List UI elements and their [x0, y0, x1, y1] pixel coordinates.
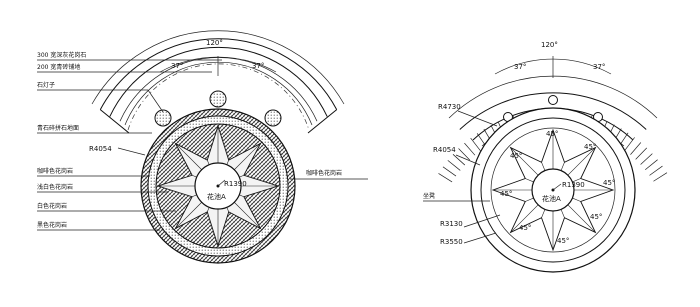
bench-slat: [447, 160, 461, 171]
star-division-line: [234, 202, 261, 229]
left-arc-band-4: [124, 61, 313, 126]
star-division-line: [175, 202, 202, 229]
star-division-line: [560, 209, 565, 218]
angle-label-1: 45°: [546, 130, 558, 138]
left-center-label: 花池A: [207, 192, 226, 201]
leader-stone-lamp-tip: [147, 89, 164, 113]
star-division-line: [572, 197, 581, 202]
right-ring-circle: [480, 117, 626, 263]
star-division-line: [239, 175, 244, 178]
left-r1390-leader: [217, 179, 226, 187]
right-r4730-label: R4730: [438, 103, 461, 111]
label-coffee-granite-right: 咖啡色花岗岩: [306, 169, 342, 177]
right-r4730-leader: [457, 110, 498, 127]
angle-label-8: 45°: [557, 237, 569, 245]
angle-label-6: 45°: [519, 224, 531, 232]
label-light-granite: 浅白色花岗岩: [37, 183, 73, 191]
star-division-line: [226, 160, 229, 165]
left-dim-37-right: 37°: [252, 62, 264, 70]
label-cobble-paving: 青石碎拼石地面: [37, 124, 79, 132]
angle-label-4: 45°: [500, 190, 512, 198]
star-division-line: [175, 143, 202, 170]
right-r1390-leader: [552, 183, 562, 191]
right-inner-ring: [490, 127, 616, 253]
left-plan: R1390 花池A 120° 37° 37° 300 宽深灰花岗石 200 宽青…: [37, 30, 368, 264]
label-coffee-granite-outer: 咖啡色花岗岩: [37, 167, 73, 175]
left-arc-end-right: [307, 109, 338, 134]
star-division-line: [234, 143, 261, 170]
left-stone-lamp-3: [264, 109, 282, 127]
angle-label-3: 45°: [584, 143, 596, 151]
right-lamp-2: [548, 95, 558, 105]
star-division-line: [572, 178, 581, 183]
right-r3130-label: R3130: [440, 220, 463, 228]
left-dim-120: 120°: [206, 39, 223, 47]
star-division-line: [510, 147, 539, 176]
right-dim-120: 120°: [541, 41, 558, 49]
left-r4054-label: R4054: [89, 145, 112, 153]
star-division-line: [541, 209, 546, 218]
bench-slat: [442, 166, 457, 177]
right-dim-37-right: 37°: [593, 63, 605, 71]
left-arc-end-left: [99, 109, 130, 134]
angle-label-5: 45°: [603, 179, 615, 187]
star-division-line: [560, 162, 565, 171]
bench-slat: [644, 159, 658, 171]
bench-slat: [653, 172, 668, 182]
left-star-division-lines: [158, 126, 278, 246]
left-arc-band-2: [109, 46, 328, 117]
right-r3130-leader: [463, 214, 501, 228]
label-bench: 坐凳: [423, 192, 435, 200]
star-division-line: [239, 194, 244, 197]
star-division-line: [541, 162, 546, 171]
star-division-line: [525, 178, 534, 183]
angle-label-2: 45°: [510, 152, 522, 160]
star-division-line: [207, 207, 210, 212]
right-r4054-leader: [455, 154, 481, 166]
label-brick-200: 200 宽青砖铺地: [37, 63, 80, 71]
left-outer-arc-band: [99, 38, 338, 110]
bench-slat: [624, 137, 635, 151]
bench-slat: [452, 154, 466, 166]
bench-slat: [640, 153, 653, 165]
label-black-granite: 黑色花岗岩: [37, 221, 67, 229]
label-stone-lamp: 石灯子: [37, 81, 55, 89]
star-division-line: [192, 175, 197, 178]
left-dim-37-left: 37°: [171, 62, 183, 70]
bench-slat: [438, 173, 453, 183]
right-center-label: 花池A: [542, 194, 561, 203]
star-division-line: [192, 194, 197, 197]
right-star-division-lines: [493, 130, 613, 250]
right-r3550-leader: [463, 232, 497, 244]
left-r4054-leader: [117, 147, 146, 156]
left-stone-lamp-1: [154, 109, 172, 127]
right-r3550-label: R3550: [440, 238, 463, 246]
angle-label-7: 45°: [590, 213, 602, 221]
bench-slat: [464, 142, 476, 156]
star-division-line: [510, 204, 539, 233]
bench-slat: [470, 137, 481, 151]
bench-slat: [630, 142, 642, 155]
left-dim-120-arc: [91, 30, 345, 105]
right-bench-outer-arc: [459, 92, 647, 130]
right-plan: 120° 37° 37° R1390 花池A 45° 45° 45° 45° 4…: [423, 41, 668, 273]
bench-slat: [649, 165, 663, 176]
label-granite-300: 300 宽深灰花岗石: [37, 51, 86, 59]
left-arc-band-3: [119, 57, 318, 122]
star-division-line: [525, 197, 534, 202]
right-r1390-label: R1390: [562, 181, 585, 189]
star-division-line: [567, 147, 596, 176]
left-r1390-label: R1390: [224, 180, 247, 188]
left-arc-dashed: [127, 63, 310, 131]
right-dim-37-left: 37°: [514, 63, 526, 71]
bench-slat: [458, 148, 470, 161]
star-division-line: [207, 160, 210, 165]
right-r4054-label: R4054: [433, 146, 456, 154]
label-white-granite: 白色花岗岩: [37, 202, 67, 210]
bench-slat: [635, 147, 648, 160]
star-division-line: [226, 207, 229, 212]
star-division-line: [567, 204, 596, 233]
left-stone-lamp-2: [209, 90, 227, 108]
